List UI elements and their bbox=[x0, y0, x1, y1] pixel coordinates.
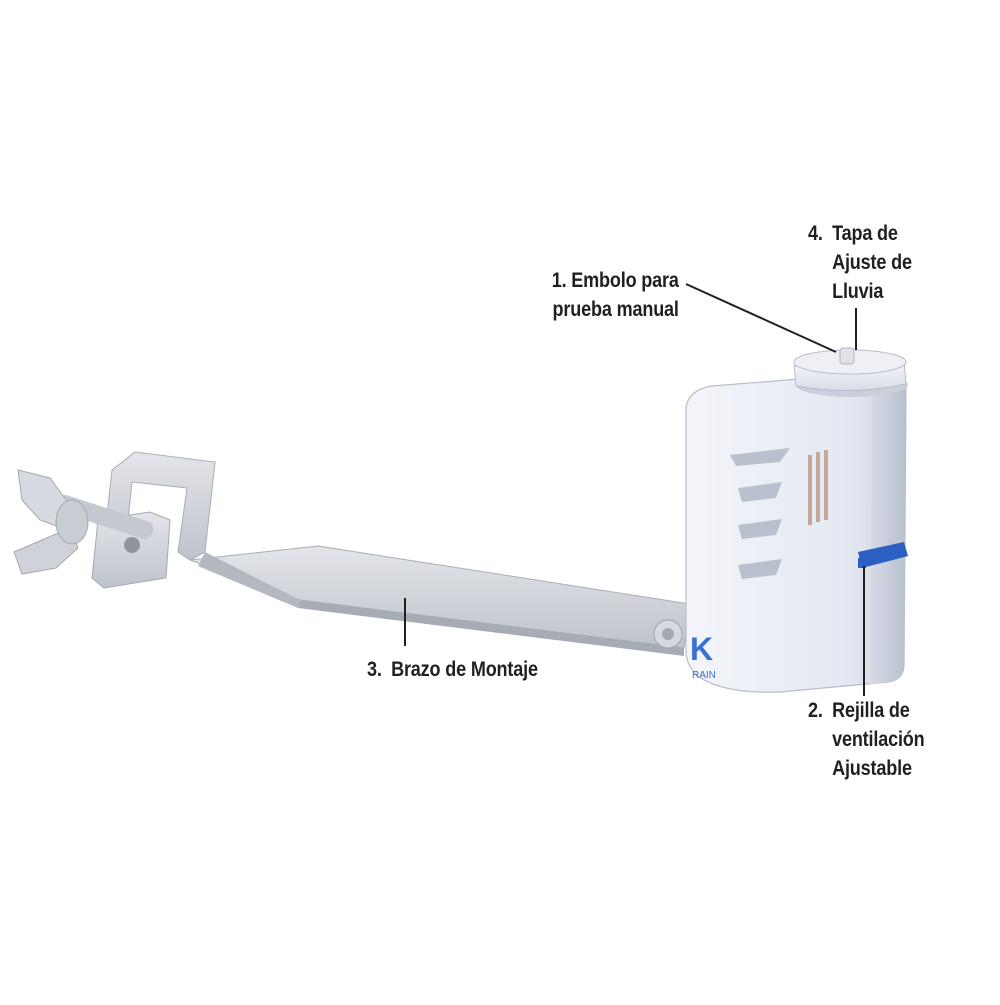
callout-rain-cap: 4. Tapa de Ajuste de Lluvia bbox=[808, 219, 912, 306]
vent-slots bbox=[730, 448, 790, 579]
callout-mounting-arm-number: 3. bbox=[367, 658, 382, 681]
leader-lines bbox=[404, 283, 865, 696]
callout-mounting-arm-line-1: Brazo de Montaje bbox=[391, 658, 538, 681]
callout-plunger: 1. Embolo para prueba manual bbox=[525, 266, 679, 324]
callout-vent-ring-line-3: Ajustable bbox=[832, 757, 912, 780]
callout-vent-ring-line-1: Rejilla de bbox=[832, 699, 910, 722]
test-plunger bbox=[839, 347, 855, 365]
brand-logo-letter: K bbox=[690, 631, 713, 667]
callout-plunger-number: 1. bbox=[551, 269, 567, 292]
callout-rain-cap-number: 4. bbox=[808, 222, 823, 245]
vent-bars bbox=[808, 450, 828, 525]
callout-vent-ring: 2. Rejilla de ventilación Ajustable bbox=[808, 696, 925, 783]
brand-logo: K RAIN bbox=[690, 631, 716, 681]
callout-rain-cap-line-3: Lluvia bbox=[832, 280, 884, 303]
callout-rain-cap-line-1: Tapa de bbox=[832, 222, 898, 245]
callout-plunger-line-1: Embolo para bbox=[571, 269, 679, 292]
vent-ring-clip bbox=[858, 542, 908, 568]
callout-plunger-line-2: prueba manual bbox=[552, 298, 679, 321]
sensor-housing bbox=[685, 371, 907, 693]
callout-vent-ring-line-2: ventilación bbox=[832, 728, 925, 751]
leader-line-plunger bbox=[685, 283, 837, 353]
pivot-bolt bbox=[653, 619, 683, 649]
brand-logo-word: RAIN bbox=[692, 670, 716, 681]
mounting-arm bbox=[103, 451, 691, 656]
callout-mounting-arm: 3. Brazo de Montaje bbox=[367, 655, 538, 684]
wing-nut-icon bbox=[13, 469, 154, 575]
callout-vent-ring-number: 2. bbox=[808, 699, 823, 722]
callout-rain-cap-line-2: Ajuste de bbox=[832, 251, 912, 274]
